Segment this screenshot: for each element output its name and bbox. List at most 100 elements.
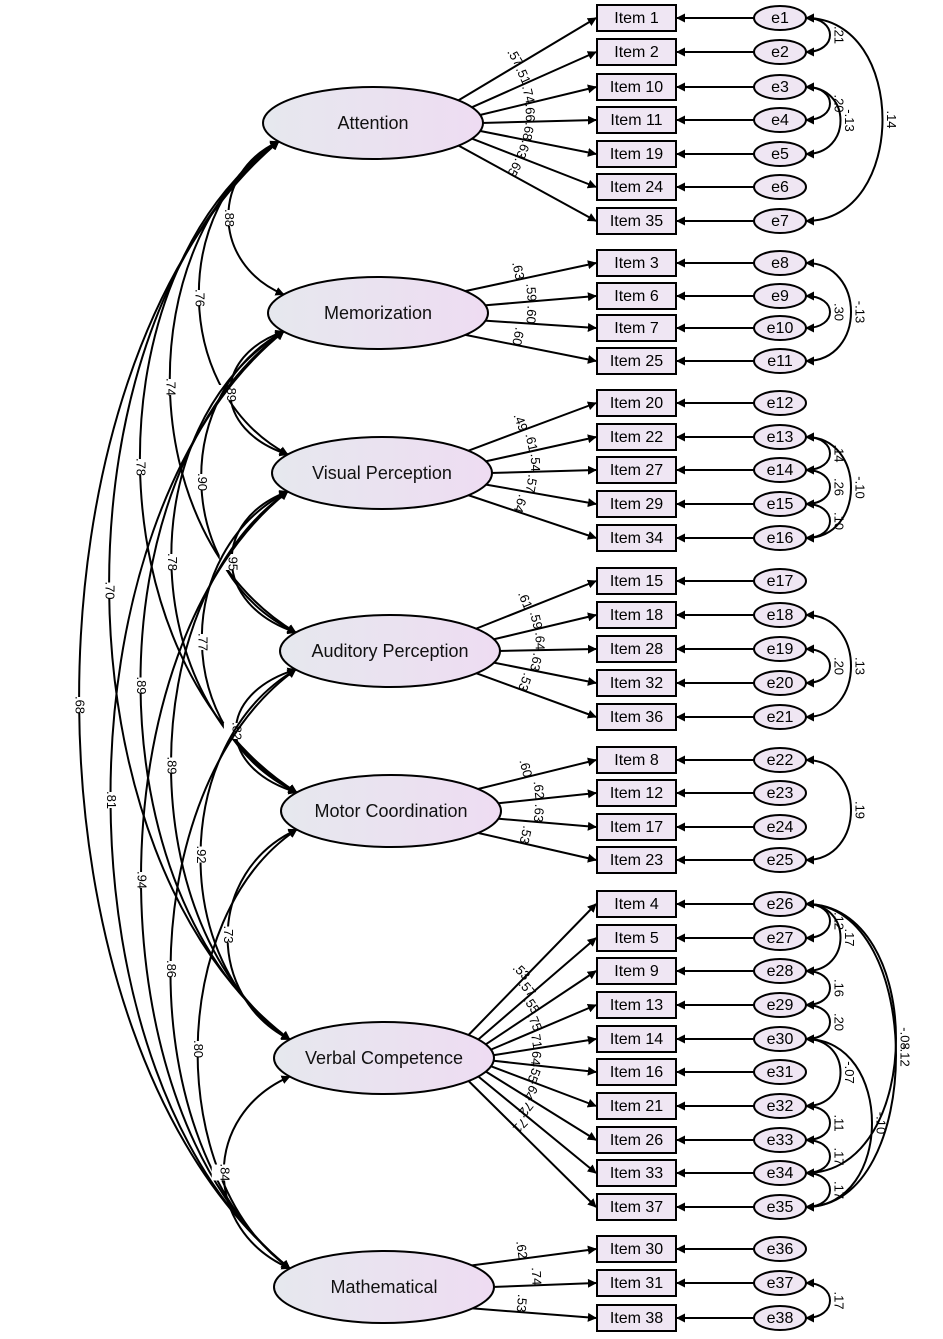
error-ellipse (753, 1093, 807, 1119)
error-covariance-value: .12 (832, 912, 847, 930)
observed-item: Item 35 (596, 207, 677, 235)
observed-item: Item 4 (596, 890, 677, 918)
factor-correlation-value: .88 (222, 209, 237, 227)
error-covariance-arc (805, 1135, 831, 1178)
error-label: e20 (767, 675, 794, 692)
error-covariance-arc (805, 13, 884, 226)
factor-auditory-perception: Auditory Perception (279, 614, 501, 688)
item-label: Item 15 (610, 573, 663, 590)
error-term: e30 (753, 1026, 807, 1052)
correlation-label-bg (67, 697, 92, 713)
item-box (596, 1235, 677, 1263)
correlation-label-bg (158, 757, 183, 774)
item-box (596, 1269, 677, 1297)
error-label: e22 (767, 752, 794, 769)
observed-item: Item 23 (596, 846, 677, 874)
observed-item: Item 31 (596, 1269, 677, 1297)
loading-arrow (454, 17, 597, 103)
item-label: Item 31 (610, 1275, 663, 1292)
error-ellipse (753, 891, 807, 917)
loading-value: .66 (523, 103, 538, 121)
observed-item: Item 36 (596, 703, 677, 731)
loading-arrow (483, 1069, 597, 1141)
error-term: e17 (753, 568, 807, 594)
observed-item: Item 12 (596, 779, 677, 807)
error-ellipse (753, 1059, 807, 1085)
factor-attention: Attention (262, 86, 484, 160)
loading-value: .62 (513, 1240, 530, 1260)
error-term: e35 (753, 1194, 807, 1220)
error-label: e13 (767, 429, 794, 446)
factor-correlation-value: .77 (195, 633, 210, 651)
item-box (596, 1025, 677, 1053)
item-box (596, 314, 677, 342)
error-covariance-value: .20 (832, 1013, 847, 1031)
item-label: Item 38 (610, 1310, 663, 1327)
factor-ellipse (273, 1250, 495, 1324)
loading-arrow (472, 579, 597, 632)
error-ellipse (753, 141, 807, 167)
item-label: Item 18 (610, 607, 663, 624)
factor-ellipse (280, 774, 502, 848)
loading-arrow (489, 465, 597, 475)
factor-label: Visual Perception (312, 463, 452, 483)
factor-correlation-value: .80 (191, 1040, 206, 1058)
item-box (596, 703, 677, 731)
item-box (596, 601, 677, 629)
item-box (596, 389, 677, 417)
error-term: e26 (753, 891, 807, 917)
error-ellipse (753, 780, 807, 806)
error-ellipse (753, 457, 807, 483)
item-label: Item 35 (610, 213, 663, 230)
error-term: e23 (753, 780, 807, 806)
item-label: Item 21 (610, 1098, 663, 1115)
error-covariance-value: -.10 (853, 476, 868, 498)
loading-arrow (497, 644, 597, 654)
factor-correlation-value: .74 (163, 378, 178, 396)
error-term: e37 (753, 1270, 807, 1296)
error-covariance-value: .20 (832, 657, 847, 675)
loading-value: .60 (509, 326, 527, 347)
item-label: Item 24 (610, 179, 663, 196)
error-covariance-arc (805, 899, 842, 976)
observed-item: Item 28 (596, 635, 677, 663)
error-term: e32 (753, 1093, 807, 1119)
error-ellipse (753, 1127, 807, 1153)
error-label: e24 (767, 819, 794, 836)
loading-arrow (466, 1245, 597, 1268)
error-label: e35 (767, 1199, 794, 1216)
error-ellipse (753, 283, 807, 309)
observed-item: Item 25 (596, 347, 677, 375)
loading-arrow (483, 970, 597, 1047)
observed-item: Item 18 (596, 601, 677, 629)
loading-arrow (473, 830, 597, 863)
error-covariance-value: .20 (832, 94, 847, 112)
error-term: e11 (753, 348, 807, 374)
loading-arrow (491, 661, 597, 686)
item-label: Item 3 (614, 255, 659, 272)
observed-item: Item 21 (596, 1092, 677, 1120)
correlation-label-bg (98, 792, 123, 808)
error-label: e33 (767, 1132, 794, 1149)
observed-item: Item 32 (596, 669, 677, 697)
factor-correlation-value: .86 (164, 960, 179, 978)
error-covariance-value: -.07 (842, 1061, 857, 1083)
item-box (596, 4, 677, 32)
observed-item: Item 1 (596, 4, 677, 32)
error-term: e20 (753, 670, 807, 696)
error-term: e19 (753, 636, 807, 662)
observed-item: Item 26 (596, 1126, 677, 1154)
error-label: e17 (767, 573, 794, 590)
loading-value: .64 (532, 632, 547, 650)
factor-motor-coordination: Motor Coordination (280, 774, 502, 848)
item-box (596, 779, 677, 807)
observed-item: Item 38 (596, 1304, 677, 1332)
correlation-label-bg (127, 459, 152, 475)
factor-memorization: Memorization (267, 276, 489, 350)
correlation-label-bg (211, 1164, 236, 1181)
error-label: e4 (771, 112, 789, 129)
error-label: e31 (767, 1064, 794, 1081)
loading-arrow (491, 1059, 597, 1076)
error-ellipse (753, 1026, 807, 1052)
error-covariance-arc (805, 432, 852, 543)
